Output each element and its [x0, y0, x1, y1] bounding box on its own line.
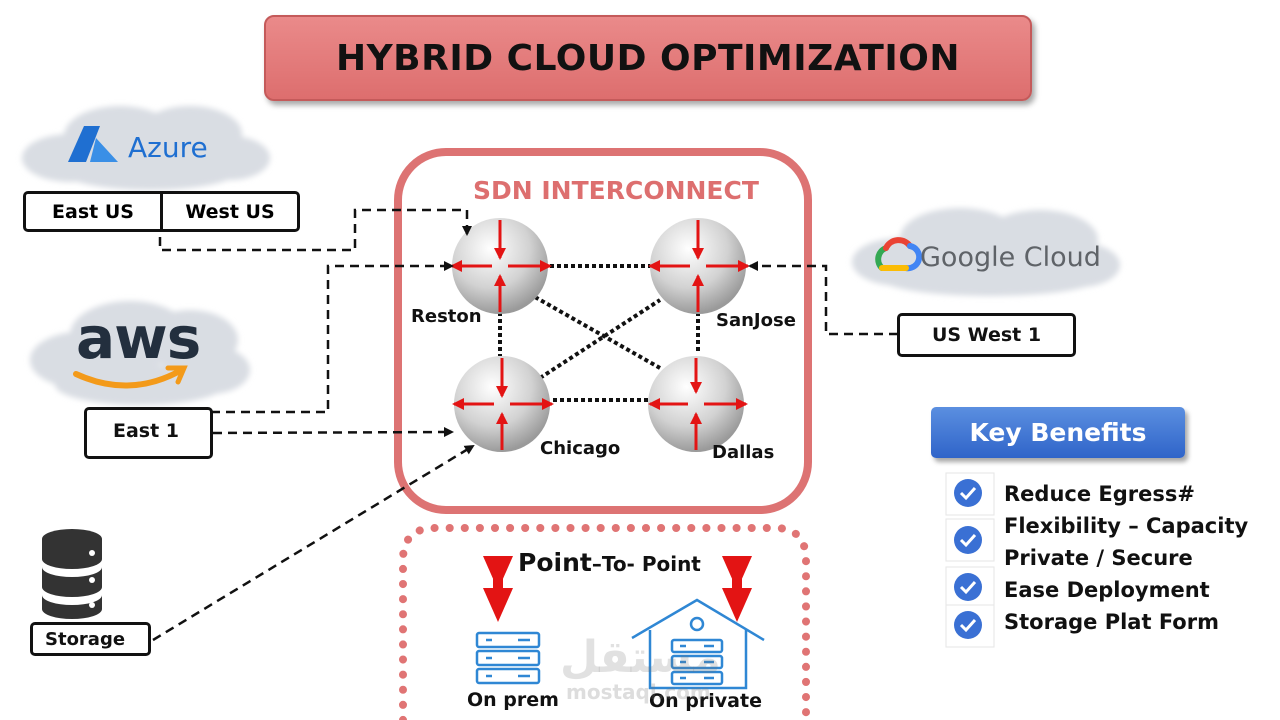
watermark-arabic: مستقل: [560, 632, 721, 683]
external-connections: [152, 208, 898, 642]
storage-icon: [42, 529, 102, 619]
node-label-sanjose: SanJose: [716, 310, 796, 331]
benefit-item-private-secure: Private / Secure: [1004, 546, 1193, 570]
aws-smile-arrow-icon: [165, 365, 188, 385]
aws-region-east-1: East 1: [84, 407, 213, 459]
on-prem-label: On prem: [467, 689, 559, 711]
title-banner: HYBRID CLOUD OPTIMIZATION: [264, 15, 1032, 101]
benefit-item-ease-deployment: Ease Deployment: [1004, 578, 1210, 602]
azure-logo-icon: [68, 126, 118, 162]
aws-smile-icon: [73, 369, 181, 389]
azure-region-east-us: East US: [26, 194, 163, 229]
point-to-point-main: Point: [518, 548, 592, 577]
point-to-point-rest: –To- Point: [591, 552, 701, 576]
benefit-item-storage-platform: Storage Plat Form: [1004, 610, 1219, 634]
benefit-item-reduce-egress: Reduce Egress#: [1004, 482, 1195, 506]
azure-region-west-us: West US: [185, 200, 275, 223]
page-title: HYBRID CLOUD OPTIMIZATION: [335, 37, 960, 79]
google-cloud-name: Google Cloud: [920, 242, 1101, 273]
router-arrows: [450, 220, 750, 450]
point-to-point-frame: [399, 524, 810, 720]
benefit-item-flexibility: Flexibility – Capacity: [1004, 514, 1249, 538]
router-dallas: [648, 356, 744, 452]
check-icons: [945, 472, 995, 648]
router-sanjose: [650, 218, 746, 314]
on-prem-server-icon: [475, 631, 541, 685]
node-label-dallas: Dallas: [712, 442, 775, 463]
watermark-latin: mostaql.com: [566, 680, 711, 704]
router-reston: [452, 218, 548, 314]
storage-label: Storage: [30, 622, 151, 656]
azure-cloud: [22, 106, 270, 190]
google-cloud-cloud: [852, 208, 1120, 296]
google-region-us-west-1: US West 1: [897, 313, 1076, 357]
google-cloud-logo-icon: [875, 237, 923, 272]
node-label-chicago: Chicago: [540, 438, 621, 459]
node-links: [498, 264, 700, 402]
sdn-interconnect-label: SDN INTERCONNECT: [473, 176, 759, 205]
node-label-reston: Reston: [411, 306, 482, 327]
on-private-house-icon: [631, 598, 765, 690]
azure-regions-box: East US West US: [23, 191, 300, 232]
point-to-point-label: Point–To- Point: [518, 548, 701, 577]
on-private-label: On private: [649, 690, 762, 712]
aws-name: aws: [76, 304, 201, 372]
sdn-interconnect-frame: [394, 148, 812, 514]
point-to-point-arrows: [483, 556, 752, 622]
router-chicago: [454, 356, 550, 452]
key-benefits-title: Key Benefits: [931, 407, 1185, 458]
azure-name: Azure: [128, 131, 208, 164]
